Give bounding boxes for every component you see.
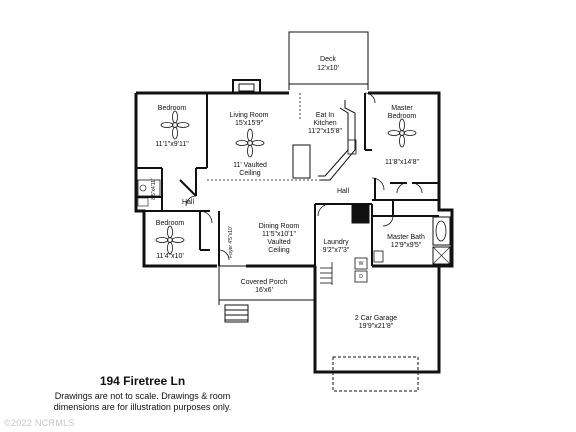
laundry-dims: 9'2"x7'3" (323, 247, 350, 254)
deck-dims: 12'x10' (317, 65, 339, 72)
small-bath-dims: 8'5"x4'11" (151, 178, 157, 200)
interior-walls (136, 93, 439, 266)
copyright-watermark: ©2022 NCRMLS (4, 418, 75, 428)
disclaimer-line-2: dimensions are for illustration purposes… (53, 402, 232, 412)
ceiling-fan-icons (155, 110, 417, 255)
master-label-1: Master (391, 105, 413, 112)
porch-label: Covered Porch (241, 279, 288, 286)
porch-steps (224, 304, 249, 323)
vaulted-line-2: Ceiling (239, 170, 261, 177)
deck-outline (288, 31, 369, 85)
laundry-label: Laundry (323, 239, 349, 246)
washer (354, 257, 368, 270)
master-dims: 11'8"x14'8" (385, 159, 419, 166)
dryer (354, 270, 368, 283)
porch-outline (218, 265, 315, 301)
fan-icon (387, 118, 417, 148)
master-bath-label: Master Bath (387, 234, 425, 241)
kitchen-counter (320, 100, 356, 181)
dining-line4: Ceiling (268, 247, 290, 254)
disclaimer: Drawings are not to scale. Drawings & ro… (0, 391, 285, 413)
foyer-dims: Foyer 4'5"x10' (228, 226, 234, 258)
dryer-label: D (359, 274, 363, 280)
hall-right-label: Hall (337, 188, 350, 195)
pantry-block (351, 203, 370, 224)
master-bath-dims: 12'9"x9'5" (391, 242, 422, 249)
bath-tub (137, 179, 161, 197)
address-title: 194 Firetree Ln (99, 374, 186, 388)
kitchen-label-2: Kitchen (313, 120, 336, 127)
living-label: Living Room (230, 112, 269, 119)
bedroom2-dims: 11'4"x10' (156, 253, 184, 260)
bedroom1-label: Bedroom (158, 105, 187, 112)
porch-dims: 16'x6' (255, 287, 273, 294)
master-tub (432, 216, 451, 246)
bedroom1-dims: 11'1"x9'11" (155, 141, 189, 148)
garage-door (332, 356, 419, 392)
vaulted-line-1: 11' Vaulted (233, 162, 267, 169)
dining-line3: Vaulted (267, 239, 290, 246)
disclaimer-line-1: Drawings are not to scale. Drawings & ro… (54, 391, 231, 401)
hall-left-label: Hall (182, 199, 195, 206)
garage-label: 2 Car Garage (355, 315, 398, 322)
washer-label: W (359, 261, 364, 267)
fan-icon (155, 225, 185, 255)
kitchen-dims: 11'2"x15'8" (308, 128, 342, 135)
fan-icon (235, 128, 265, 158)
bedroom2-label: Bedroom (156, 220, 185, 227)
dining-label: Dining Room (259, 223, 300, 230)
living-dims: 15'x15'9" (235, 120, 264, 127)
garage-dims: 19'9"x21'8" (359, 323, 394, 330)
kitchen-label-1: Eat In (316, 112, 334, 119)
fan-icon (160, 110, 190, 140)
chimney (232, 79, 261, 94)
dining-dims: 11'5"x10'1" (262, 231, 296, 238)
deck-label: Deck (320, 56, 336, 63)
laundry-sink (373, 250, 384, 263)
master-label-2: Bedroom (388, 113, 417, 120)
